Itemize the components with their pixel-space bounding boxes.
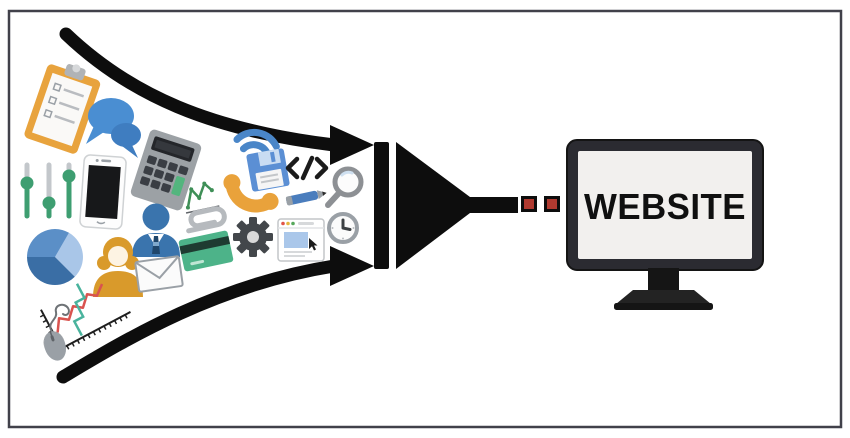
funnel (396, 142, 518, 269)
magnifier-icon (325, 166, 364, 208)
border-frame (7, 9, 843, 429)
monitor-screen (578, 151, 752, 259)
pen-icon (285, 190, 327, 206)
connector-square (521, 196, 537, 212)
smartphone-icon (79, 154, 127, 230)
envelope-icon (134, 255, 184, 293)
monitor: WEBSITE (566, 139, 764, 310)
paperclip-icon (186, 206, 227, 234)
bottom-flow-arrow (56, 246, 374, 384)
funnel-intake-bar (374, 142, 389, 269)
sliders-icon (20, 162, 76, 219)
clock-icon (327, 212, 359, 244)
floppy-disk-icon (246, 148, 290, 192)
credit-card-icon (178, 230, 234, 272)
monitor-label: WEBSITE (584, 186, 746, 227)
person-male-icon (132, 203, 180, 257)
gear-icon (233, 217, 273, 257)
connector-square (544, 196, 560, 212)
chat-bubbles-icon (86, 98, 141, 158)
code-icon (285, 155, 329, 181)
person-female-icon (93, 237, 143, 297)
browser-window-icon (277, 218, 325, 262)
monitor-stand-base (616, 290, 711, 304)
computer-mouse-icon (43, 303, 70, 361)
phone-handset-icon (223, 174, 279, 213)
pie-chart-icon (26, 229, 83, 286)
connector-squares (521, 196, 560, 212)
clipboard-icon (24, 64, 101, 154)
monitor-stand-foot (614, 303, 713, 310)
calculator-icon (130, 129, 202, 211)
top-flow-arrow (59, 27, 374, 165)
monitor-stand-neck (648, 268, 679, 292)
